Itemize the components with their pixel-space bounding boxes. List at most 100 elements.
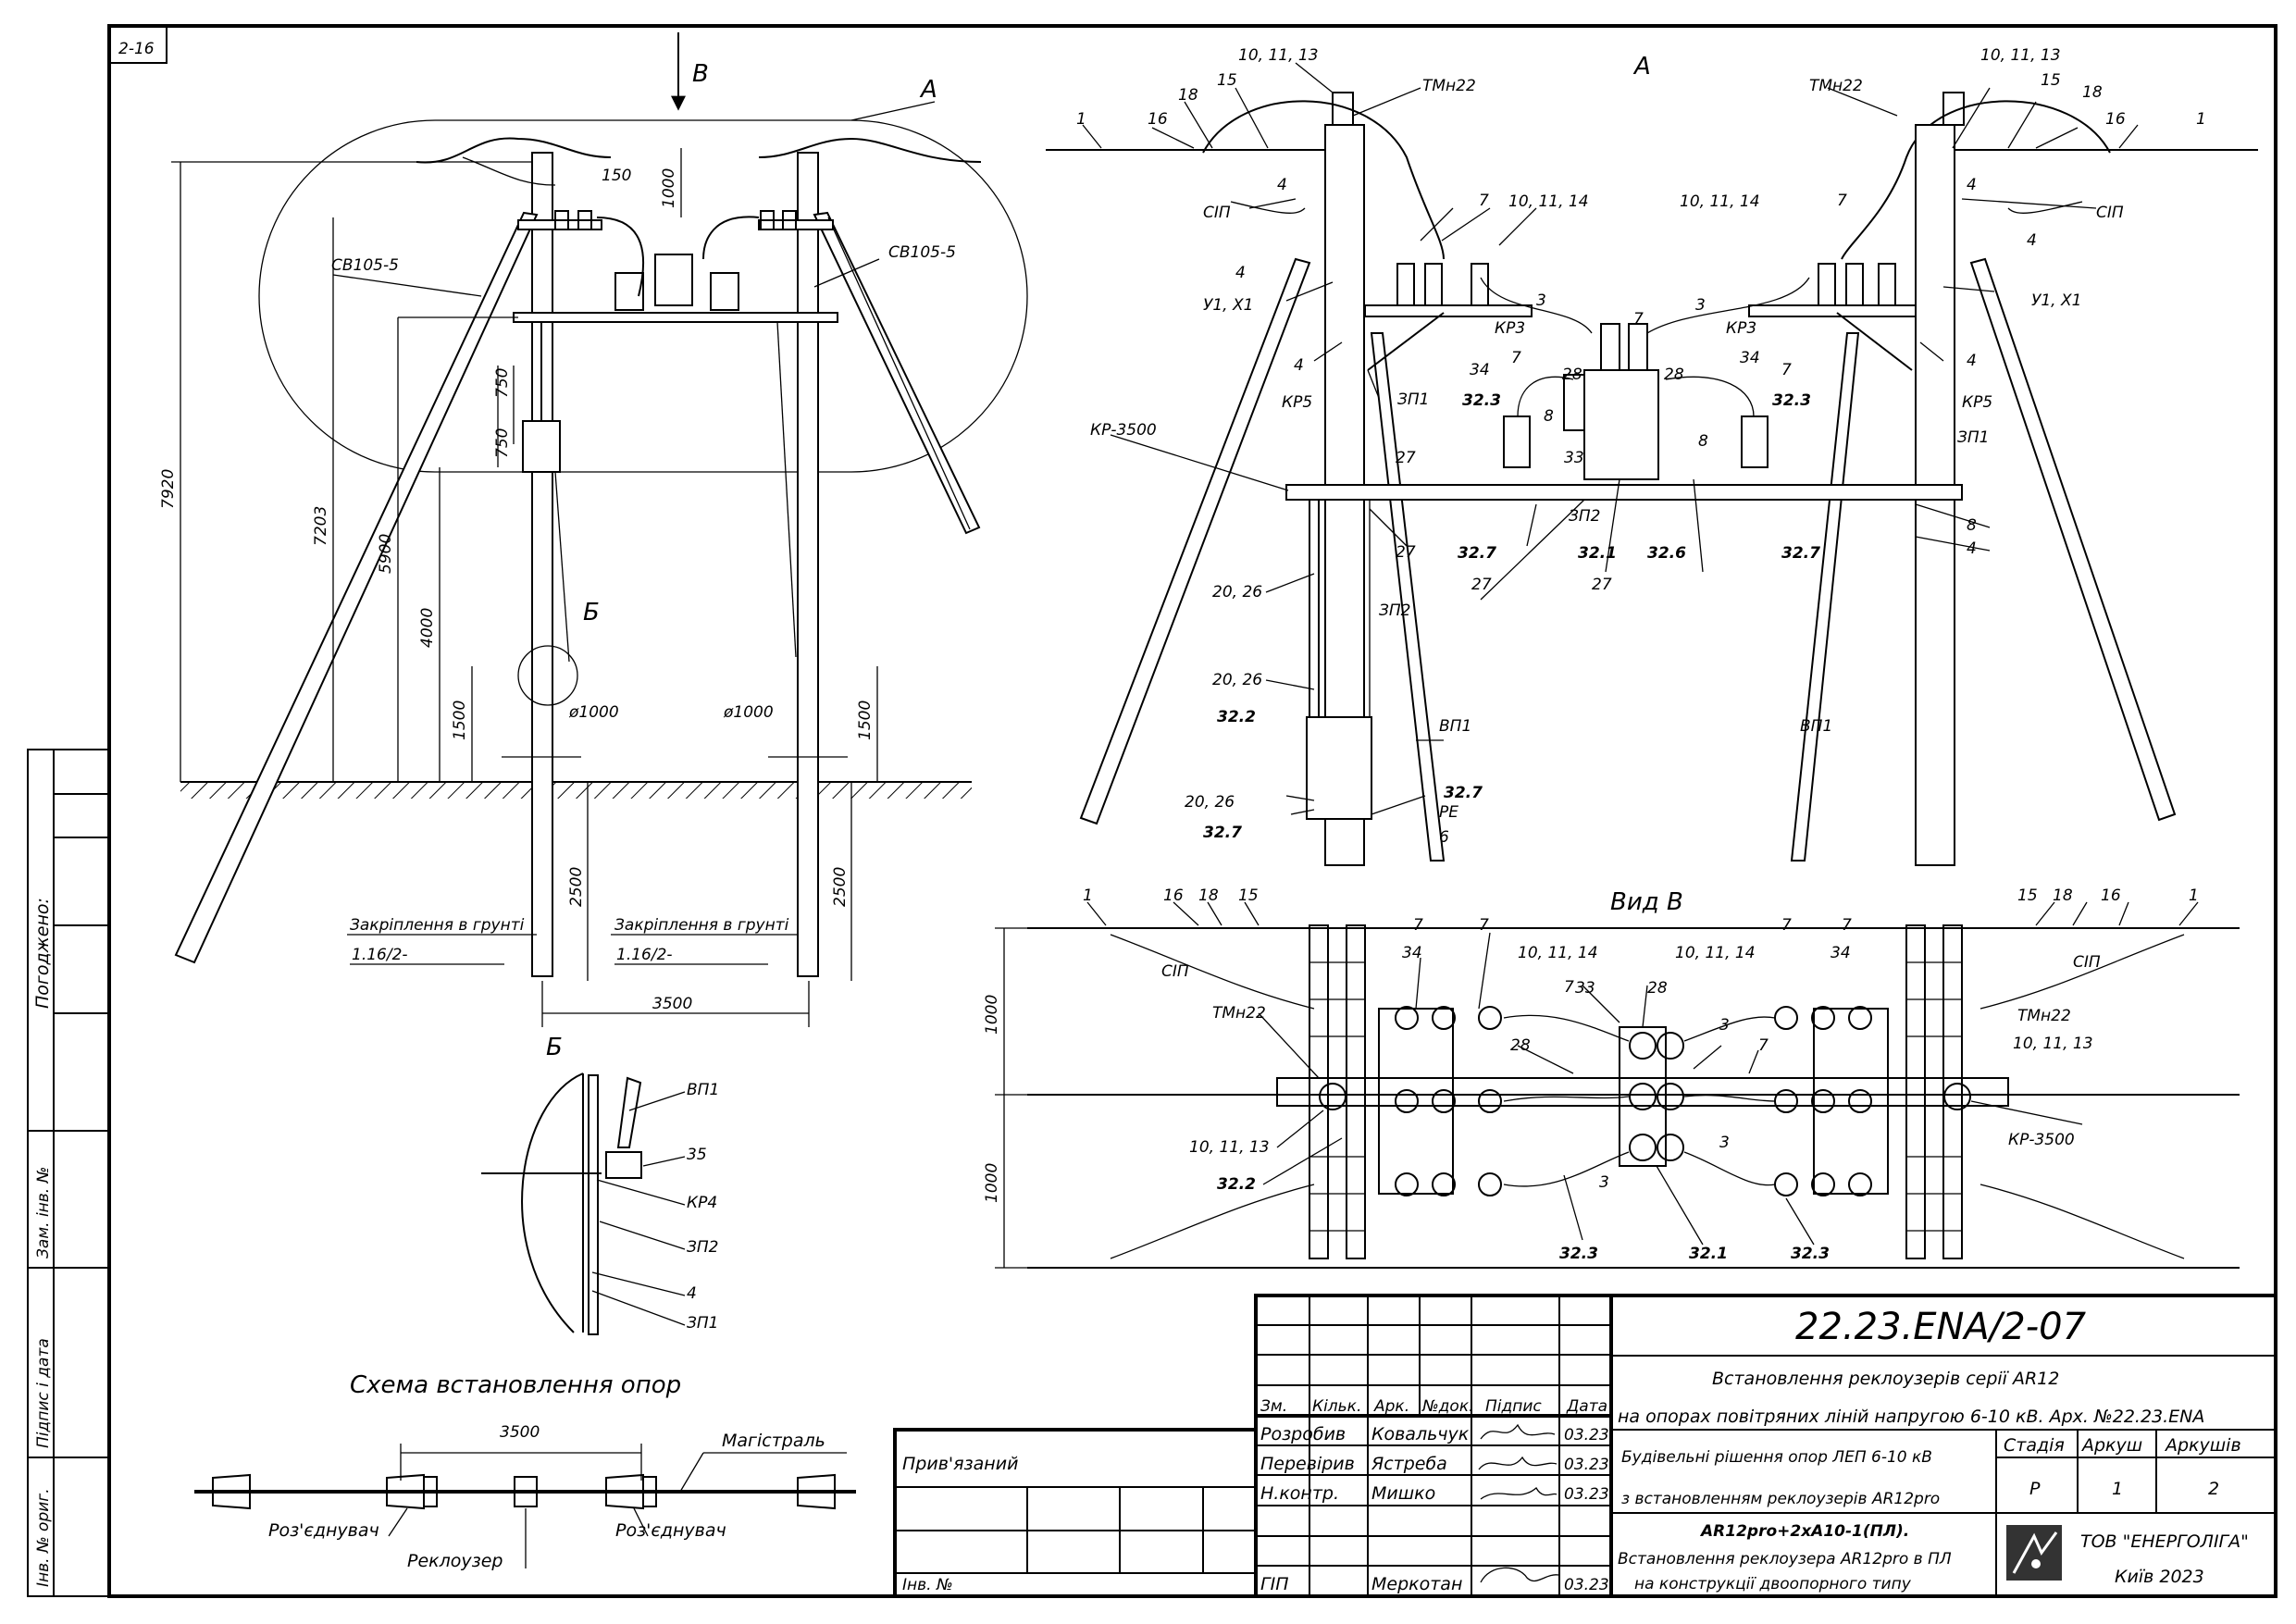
detail-b: Б ВП1 35 КР4 ЗП2 4 ЗП1	[481, 1034, 719, 1335]
right-pole	[797, 152, 819, 977]
detail-b-35: 35	[687, 1146, 707, 1164]
va-7-right-a: 7	[1837, 192, 1847, 210]
tb-name-1: Ястреба	[1371, 1454, 1447, 1474]
vb-7-f: 7	[1842, 916, 1852, 935]
ref-left: 1.16/2-	[352, 946, 408, 964]
vb-10-11-14-left: 10, 11, 14	[1518, 944, 1598, 962]
detail-b-zp2: ЗП2	[687, 1238, 719, 1257]
tb-sheets: 2	[2208, 1479, 2219, 1499]
vb-1-left: 1	[1083, 886, 1093, 905]
view-a-cabinet	[1306, 716, 1372, 820]
tb-stage-header: Стадія	[2004, 1435, 2065, 1456]
va-kr3500: КР-3500	[1090, 421, 1157, 440]
view-b-title: Вид В	[1610, 888, 1683, 916]
vb-18-right: 18	[2053, 886, 2073, 905]
detail-b-zp1: ЗП1	[687, 1314, 719, 1333]
vb-3-b: 3	[1719, 1134, 1730, 1152]
tb-sheets-header: Аркушів	[2164, 1435, 2241, 1456]
detail-b-title: Б	[546, 1034, 563, 1061]
dim-phi-right: ø1000	[723, 703, 774, 722]
left-strut	[174, 211, 539, 964]
tb-date-2: 03.23	[1564, 1485, 1609, 1504]
vb-dim-1000-upper: 1000	[983, 995, 1001, 1035]
right-strut	[813, 211, 981, 535]
signatures	[1478, 1423, 1559, 1583]
va-u1x1-right: У1, Х1	[2031, 291, 2081, 310]
tb-section-line2: з встановленням реклоузерів AR12pro	[1621, 1490, 1940, 1508]
va-7-left-b: 7	[1511, 349, 1521, 367]
detail-b-label: Б	[583, 599, 600, 626]
tb-sheet-line1: AR12pro+2хА10-1(ПЛ).	[1699, 1522, 1909, 1541]
dim-5900: 5900	[377, 534, 395, 574]
va-32-1: 32.1	[1578, 544, 1617, 563]
tb-date-3: 03.23	[1564, 1576, 1609, 1594]
va-7-right-b: 7	[1633, 310, 1644, 329]
va-28-right: 28	[1664, 366, 1684, 384]
left-pole	[531, 152, 553, 977]
crossarm-front	[513, 312, 838, 323]
dim-1500-right: 1500	[856, 700, 875, 740]
vb-1-right: 1	[2189, 886, 2199, 905]
vb-sip-right: СІП	[2073, 953, 2101, 972]
tb-company: ТОВ "ЕНЕРГОЛІГА"	[2080, 1531, 2249, 1552]
va-16-right: 16	[2105, 110, 2126, 129]
vb-10-11-14-right: 10, 11, 14	[1675, 944, 1756, 962]
front-cabinet	[522, 420, 561, 473]
va-32-7-a: 32.7	[1458, 544, 1496, 563]
va-20-26-b: 20, 26	[1212, 671, 1262, 689]
tb-col-zm: Зм.	[1260, 1397, 1287, 1416]
va-33: 33	[1564, 449, 1584, 467]
tb-title-line2: на опорах повітряних ліній напругою 6-10…	[1618, 1407, 2204, 1427]
title-block: Прив'язаний Інв. № Зм. Кільк. Арк. №док.…	[893, 1294, 2277, 1598]
va-32-6: 32.6	[1647, 544, 1686, 563]
va-7-left-a: 7	[1479, 192, 1489, 210]
vb-32-1: 32.1	[1689, 1245, 1728, 1263]
va-1-right: 1	[2196, 110, 2206, 129]
front-view: А В	[159, 32, 1028, 1027]
dim-1000: 1000	[660, 168, 678, 208]
dim-7203: 7203	[312, 506, 330, 546]
vb-18-left: 18	[1198, 886, 1219, 905]
vb-7-e: 7	[1781, 916, 1792, 935]
va-15-left: 15	[1217, 71, 1237, 90]
view-arrow-label: В	[692, 60, 709, 88]
tb-name-2: Мишко	[1371, 1483, 1435, 1504]
va-32-3-left: 32.3	[1462, 391, 1501, 410]
view-a-crossbeam	[1285, 484, 1963, 501]
vb-10-11-13-right: 10, 11, 13	[2013, 1035, 2093, 1053]
vb-28-b: 28	[1510, 1036, 1531, 1055]
va-kr5-left: КР5	[1282, 393, 1312, 412]
va-4-right-b: 4	[2027, 231, 2037, 250]
tb-title-line1: Встановлення реклоузерів серії AR12	[1712, 1369, 2059, 1389]
scheme-dim: 3500	[500, 1423, 540, 1442]
va-vp1-right: ВП1	[1800, 717, 1832, 736]
va-32-7-d: 32.7	[1781, 544, 1820, 563]
sv-label-right: СВ105-5	[888, 243, 956, 262]
vb-3-a: 3	[1599, 1173, 1609, 1192]
tb-sheet-line3: на конструкції двоопорного типу	[1634, 1575, 1912, 1593]
vb-dim-1000-lower: 1000	[983, 1163, 1001, 1203]
sign-date-label: Підпис і дата	[34, 1338, 53, 1448]
va-tmn22-right: ТМн22	[1809, 77, 1863, 95]
detail-b-vp1: ВП1	[687, 1081, 719, 1099]
scheme-mainline: Магістраль	[722, 1431, 825, 1451]
dim-7920: 7920	[159, 469, 178, 509]
detail-b-kr4: КР4	[687, 1194, 717, 1212]
dim-2500-right: 2500	[831, 867, 850, 907]
tb-col-doc: №док.	[1421, 1397, 1474, 1416]
detail-a-label: А	[919, 76, 937, 104]
va-16-left: 16	[1148, 110, 1168, 129]
dim-1500-left: 1500	[451, 700, 469, 740]
detail-b-outline	[517, 645, 578, 706]
va-10-11-14-right: 10, 11, 14	[1680, 192, 1760, 211]
vb-34-right: 34	[1831, 944, 1851, 962]
sv-label-left: СВ105-5	[331, 256, 399, 275]
tb-city-year: Київ 2023	[2115, 1567, 2204, 1587]
va-4-right-c: 4	[1967, 352, 1977, 370]
tb-role-3: ГІП	[1260, 1574, 1288, 1594]
va-32-7-c: 32.7	[1203, 824, 1242, 842]
company-logo-icon	[2006, 1525, 2062, 1581]
tb-role-0: Розробив	[1260, 1424, 1346, 1444]
detail-a-outline	[258, 119, 1028, 473]
